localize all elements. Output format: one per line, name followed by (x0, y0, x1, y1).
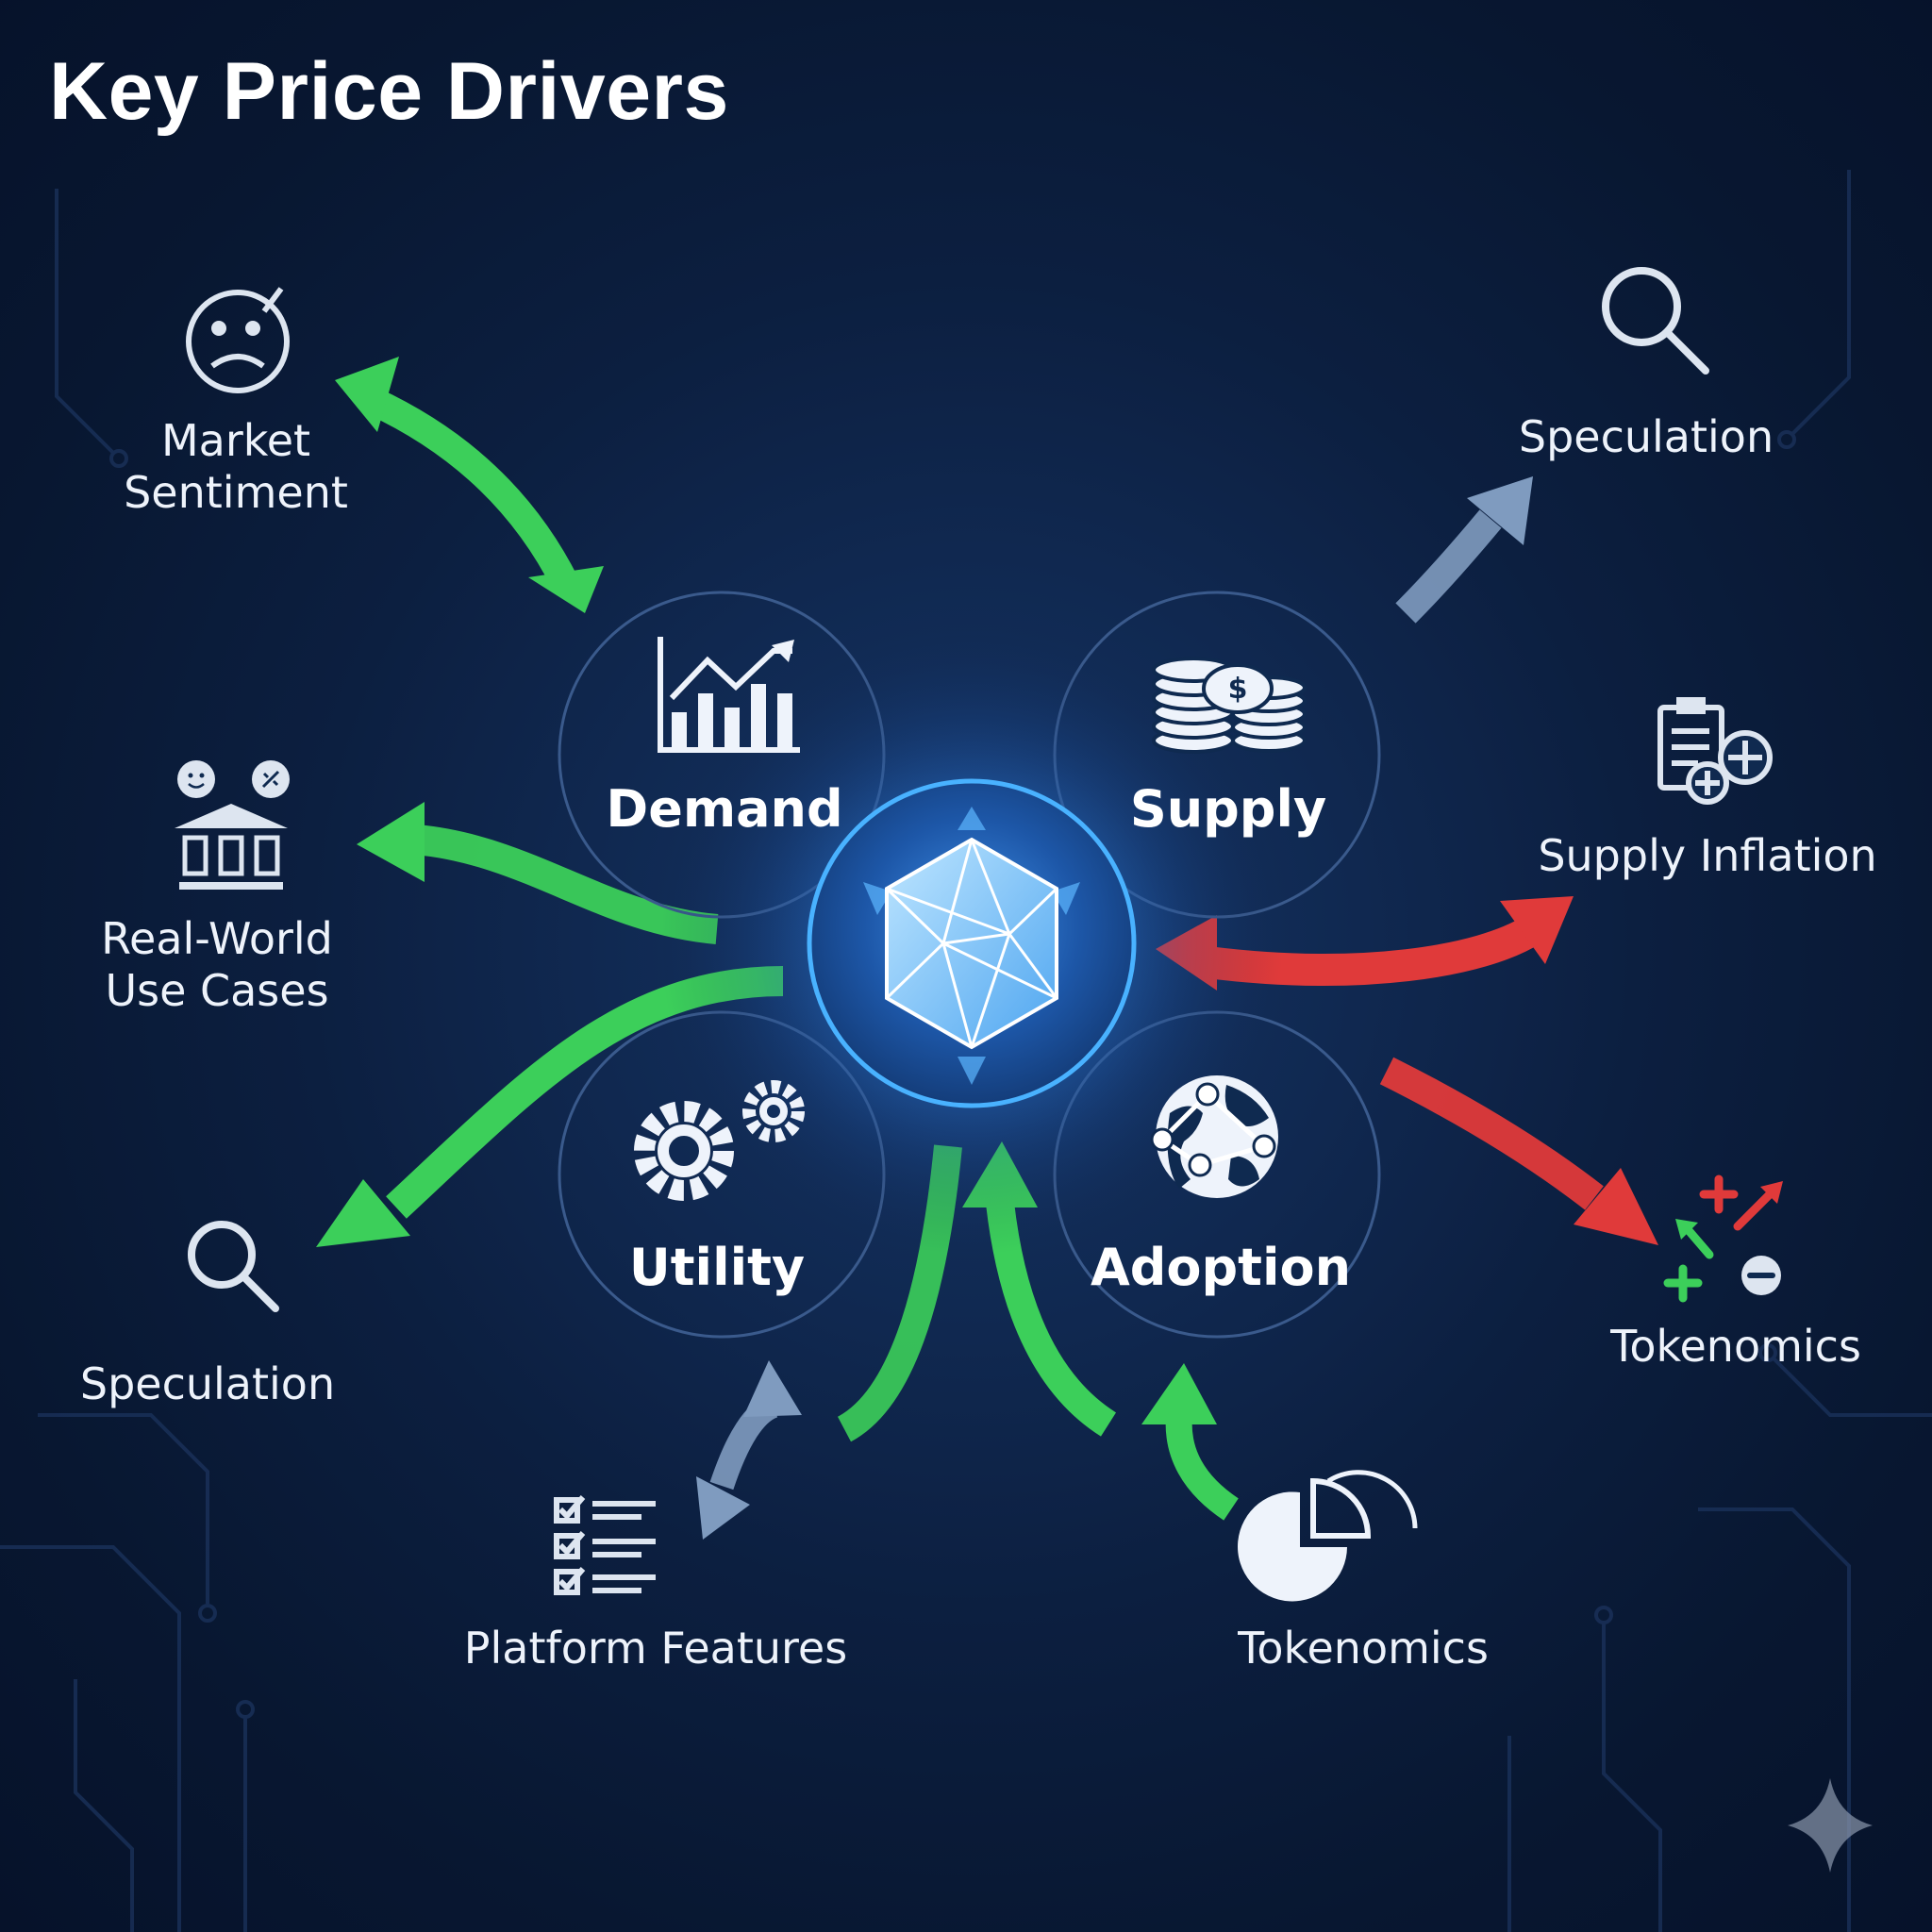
factor-label-tokenomics-bottom: Tokenomics (1238, 1623, 1489, 1674)
arrow-head (1141, 1363, 1217, 1424)
arrow-head (696, 1476, 750, 1540)
gears-icon (634, 1080, 805, 1201)
checklist-icon (554, 1495, 656, 1595)
magnifier-icon (188, 267, 1709, 1312)
arrow-head (1574, 1168, 1658, 1245)
arrow-head (743, 1360, 802, 1417)
svg-text:$: $ (1228, 673, 1248, 706)
page-title: Key Price Drivers (49, 46, 729, 137)
factor-label-supply-inflation: Supply Inflation (1538, 830, 1877, 881)
factor-label-speculation-left: Speculation (79, 1358, 336, 1409)
node-label-supply: Supply (1129, 779, 1327, 839)
arrow-head (528, 566, 604, 613)
arrow-head (1467, 476, 1533, 545)
arrow-platform-features (709, 1393, 779, 1491)
circuit-traces (0, 170, 1932, 1932)
factor-label-platform-features: Platform Features (463, 1623, 848, 1674)
hub (660, 632, 1283, 1255)
factor-label-speculation-right: Speculation (1518, 411, 1774, 462)
sparkle-icon (1788, 1778, 1873, 1873)
coin-stacks-icon: $ (1152, 657, 1307, 754)
arrow-speculation-right (1395, 509, 1502, 624)
bank-building-icon (175, 760, 290, 890)
bar-chart-trend-icon (658, 637, 800, 753)
arrow-head (335, 357, 399, 432)
pie-chart-icon (1238, 1470, 1418, 1602)
arrow-head (316, 1179, 410, 1247)
arrow-tokenomics-bottom-c (1165, 1413, 1240, 1521)
node-label-utility: Utility (628, 1238, 806, 1297)
arrow-head (1500, 896, 1574, 964)
factor-label-real-world-use-cases: Real-World Use Cases (101, 913, 333, 1016)
crystal-token-icon (863, 807, 1080, 1085)
network-globe-icon (1150, 1075, 1278, 1198)
node-label-demand: Demand (606, 779, 843, 839)
factor-label-tokenomics-right: Tokenomics (1610, 1321, 1861, 1372)
arrow-market-sentiment (366, 388, 579, 591)
sad-face-icon (186, 287, 290, 393)
document-plus-icon (1657, 697, 1773, 805)
node-label-adoption: Adoption (1090, 1238, 1352, 1297)
arrow-head (357, 802, 425, 882)
plus-minus-icon (1663, 1174, 1783, 1303)
factor-label-market-sentiment: Market Sentiment (124, 415, 348, 518)
arrow-tokenomics-right (1379, 1057, 1604, 1210)
